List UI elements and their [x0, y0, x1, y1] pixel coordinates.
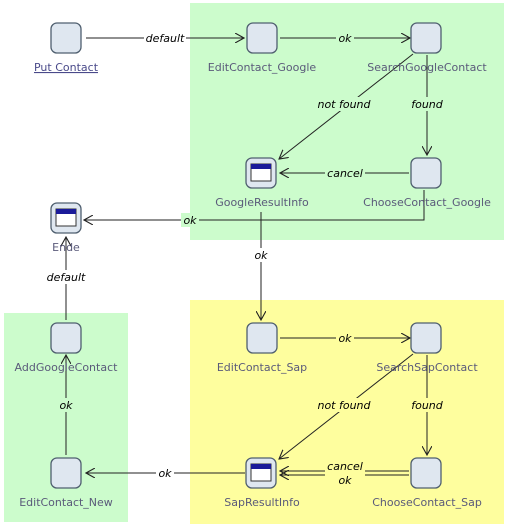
edge-label-cancel: cancel: [327, 460, 363, 473]
node-choose-contact-google[interactable]: ChooseContact_Google: [363, 157, 491, 209]
node-label: Ende: [52, 241, 80, 254]
edge-label-ok: ok: [338, 474, 352, 487]
node-label: EditContact_New: [19, 496, 113, 509]
edge-label-not-found: not found: [317, 399, 371, 412]
edge-put-to-editgoogle: default: [86, 31, 244, 45]
edge-choose-ok-ende: ok: [84, 190, 425, 227]
put-contact-link[interactable]: Put Contact: [34, 61, 99, 74]
node-label: SapResultInfo: [224, 496, 300, 509]
node-label: ChooseContact_Sap: [372, 496, 482, 509]
edge-editsap-ok: ok: [280, 331, 410, 345]
window-icon: [55, 208, 77, 227]
edge-sap-notfound: not found: [279, 353, 414, 459]
edge-choose-cancel: cancel: [280, 166, 409, 180]
edge-search-notfound: not found: [279, 53, 414, 159]
edge-sapinfo-ok: ok: [86, 466, 245, 480]
node-label: SearchSapContact: [376, 361, 478, 374]
edge-search-found: found: [409, 55, 445, 155]
edge-editgoogle-to-search: ok: [280, 31, 410, 45]
edge-label-default: default: [47, 271, 86, 284]
edge-sap-found: found: [409, 355, 445, 455]
edge-label-ok: ok: [254, 249, 268, 262]
node-ende[interactable]: Ende: [50, 202, 82, 254]
window-icon: [250, 163, 272, 182]
edge-add-default: default: [44, 237, 88, 320]
node-search-google-contact[interactable]: SearchGoogleContact: [367, 22, 487, 74]
node-add-google-contact[interactable]: AddGoogleContact: [15, 322, 119, 374]
edge-label-found: found: [411, 399, 444, 412]
node-label: AddGoogleContact: [15, 361, 119, 374]
node-choose-contact-sap[interactable]: ChooseContact_Sap: [372, 457, 482, 509]
node-label: EditContact_Google: [208, 61, 317, 74]
node-label: ChooseContact_Google: [363, 196, 491, 209]
edge-sap-cancel-ok: cancel ok: [280, 459, 409, 487]
edge-label-ok: ok: [183, 214, 197, 227]
node-search-sap-contact[interactable]: SearchSapContact: [376, 322, 478, 374]
edge-label-cancel: cancel: [327, 167, 363, 180]
edge-label-default: default: [146, 32, 185, 45]
edge-googleinfo-ok: ok: [251, 212, 271, 320]
window-icon: [250, 463, 272, 482]
node-google-result-info[interactable]: GoogleResultInfo: [215, 157, 309, 209]
edge-label-ok: ok: [158, 467, 172, 480]
node-edit-contact-google[interactable]: EditContact_Google: [208, 22, 317, 74]
node-put-contact[interactable]: Put Contact: [34, 22, 99, 74]
node-label: SearchGoogleContact: [367, 61, 487, 74]
edge-label-ok: ok: [59, 399, 73, 412]
node-label: GoogleResultInfo: [215, 196, 309, 209]
edge-new-ok: ok: [57, 355, 75, 455]
edge-label-found: found: [411, 98, 444, 111]
edge-label-ok: ok: [338, 332, 352, 345]
node-edit-contact-new[interactable]: EditContact_New: [19, 457, 113, 509]
edge-label-ok: ok: [338, 32, 352, 45]
node-edit-contact-sap[interactable]: EditContact_Sap: [217, 322, 307, 374]
node-sap-result-info[interactable]: SapResultInfo: [224, 457, 300, 509]
edge-label-not-found: not found: [317, 98, 371, 111]
node-label: EditContact_Sap: [217, 361, 307, 374]
